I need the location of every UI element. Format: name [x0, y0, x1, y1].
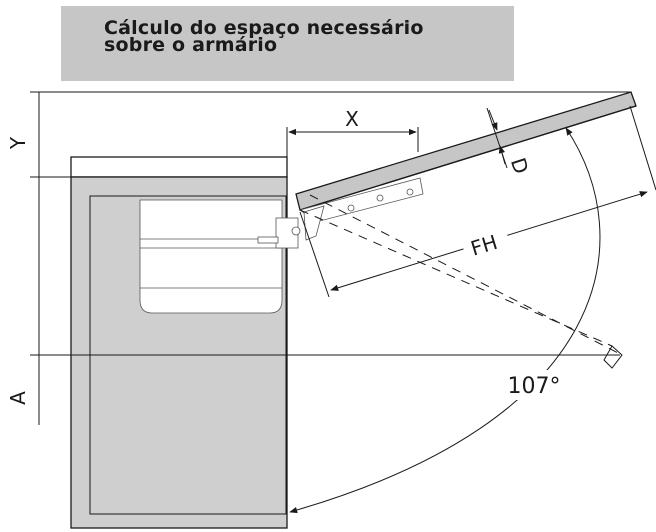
cabinet-top-panel — [70, 156, 288, 178]
diagram-title: Cálculo do espaço necessário sobre o arm… — [104, 17, 504, 56]
fh-extension-line — [629, 105, 656, 191]
x-label: X — [345, 107, 359, 131]
hinge-pivot — [406, 188, 414, 196]
flap-dashed-position — [299, 194, 623, 356]
angle-arc — [289, 127, 601, 514]
title-line-2: sobre o armário — [104, 34, 278, 56]
a-label: A — [6, 391, 30, 405]
angle-label-bg — [496, 370, 572, 400]
hinge-pivot — [291, 226, 301, 236]
d-label: D — [506, 155, 534, 177]
mechanism-housing — [139, 199, 283, 314]
hinge-pivot — [347, 204, 355, 212]
y-label: Y — [6, 136, 30, 150]
hinge-pivot — [376, 194, 384, 202]
title-line-1: Cálculo do espaço necessário — [104, 17, 424, 39]
d-arrow-top — [488, 109, 498, 131]
lift-arm-link — [303, 205, 325, 241]
hinge-plate — [257, 236, 279, 244]
d-arrow-bottom — [498, 145, 506, 165]
flap-dashed-end — [603, 345, 623, 369]
title-box — [61, 6, 514, 81]
angle-label: 107° — [508, 374, 561, 399]
